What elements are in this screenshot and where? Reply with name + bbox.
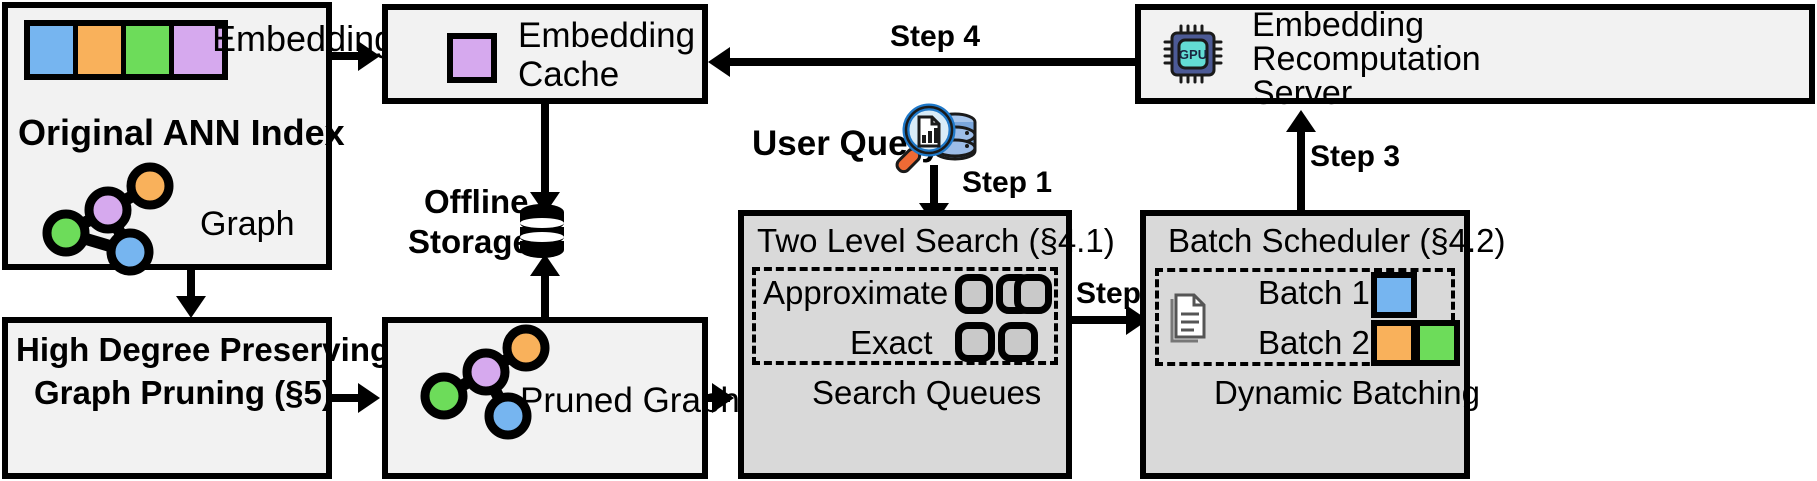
embedding-vector-strip bbox=[24, 20, 228, 80]
exact-queue-slot-1 bbox=[955, 322, 995, 362]
embedding-cell-blue bbox=[30, 26, 78, 74]
approximate-queue-slot-1 bbox=[955, 274, 993, 314]
batch-2-chip-green bbox=[1414, 320, 1460, 366]
step2-arrow-line bbox=[1072, 316, 1130, 324]
embedding-cache-line2: Cache bbox=[518, 55, 620, 94]
query-search-database-icon bbox=[895, 103, 977, 174]
step4-label: Step 4 bbox=[890, 20, 981, 53]
recomputation-server-line3: Server bbox=[1252, 74, 1353, 112]
embedding-cell-purple bbox=[174, 26, 222, 74]
approximate-row-label: Approximate bbox=[763, 274, 949, 311]
database-icon bbox=[520, 204, 564, 258]
graph-label: Graph bbox=[200, 205, 295, 243]
batch-scheduler-title: Batch Scheduler (§4.2) bbox=[1168, 222, 1506, 259]
step4-arrow-line bbox=[726, 58, 1135, 66]
gpu-icon-text: GPU bbox=[1179, 47, 1207, 62]
graph-pruning-line2: Graph Pruning (§5) bbox=[34, 374, 333, 411]
recomputation-server-box bbox=[1135, 4, 1815, 104]
embedding-cache-box bbox=[382, 4, 708, 104]
gpu-chip-icon: GPU bbox=[1163, 24, 1223, 84]
embedding-cache-swatch bbox=[447, 33, 497, 83]
arrow-index-to-cache-line bbox=[332, 52, 360, 60]
arrow-pruned-to-storage-head bbox=[530, 254, 560, 276]
arrow-index-to-pruning-line bbox=[187, 270, 195, 298]
graph-pruning-box bbox=[2, 317, 332, 479]
recomputation-server-line2: Recomputation bbox=[1252, 40, 1481, 78]
pruned-graph-label: Pruned Graph bbox=[520, 381, 740, 420]
exact-queue-slot-2 bbox=[998, 322, 1038, 362]
step3-arrow-head bbox=[1286, 110, 1316, 132]
arrow-pruned-to-storage-line bbox=[541, 272, 549, 320]
offline-storage-line1: Offline bbox=[424, 183, 529, 220]
approximate-queue-slot-3 bbox=[1014, 274, 1052, 314]
search-queues-caption: Search Queues bbox=[812, 374, 1042, 411]
arrow-pruned-to-search-head bbox=[712, 383, 734, 413]
offline-storage-line2: Storage bbox=[408, 223, 531, 260]
step3-arrow-line bbox=[1297, 130, 1305, 212]
pruned-graph-icon bbox=[420, 324, 550, 440]
dynamic-batching-caption: Dynamic Batching bbox=[1214, 374, 1480, 411]
recomputation-server-line1: Embedding bbox=[1252, 6, 1425, 44]
original-index-graph-icon bbox=[42, 162, 174, 276]
exact-row-label: Exact bbox=[850, 324, 933, 361]
original-ann-index-title: Original ANN Index bbox=[18, 112, 345, 153]
arrow-index-to-cache-head bbox=[358, 41, 380, 71]
batch-2-chip-orange bbox=[1371, 320, 1417, 366]
two-level-search-title: Two Level Search (§4.1) bbox=[757, 222, 1115, 259]
arrow-index-to-pruning-head bbox=[176, 296, 206, 318]
batch-2-label: Batch 2 bbox=[1258, 324, 1370, 361]
step1-label: Step 1 bbox=[962, 166, 1053, 199]
arrow-pruning-to-pruned-line bbox=[332, 394, 360, 402]
embedding-cell-green bbox=[126, 26, 174, 74]
search-queues-dashed-region bbox=[752, 267, 1058, 365]
batch-1-chip-blue bbox=[1371, 272, 1417, 318]
batch-1-label: Batch 1 bbox=[1258, 274, 1370, 311]
step4-arrow-head bbox=[708, 47, 730, 77]
step1-arrow-line bbox=[930, 165, 938, 207]
arrow-cache-to-storage-line bbox=[541, 104, 549, 194]
graph-pruning-line1: High Degree Preserving bbox=[16, 331, 391, 368]
dynamic-batching-dashed-region bbox=[1155, 268, 1455, 366]
embedding-cell-orange bbox=[78, 26, 126, 74]
documents-icon bbox=[1170, 293, 1206, 343]
step3-label: Step 3 bbox=[1310, 140, 1401, 173]
arrow-pruning-to-pruned-head bbox=[358, 383, 380, 413]
embedding-cache-line1: Embedding bbox=[518, 16, 696, 55]
